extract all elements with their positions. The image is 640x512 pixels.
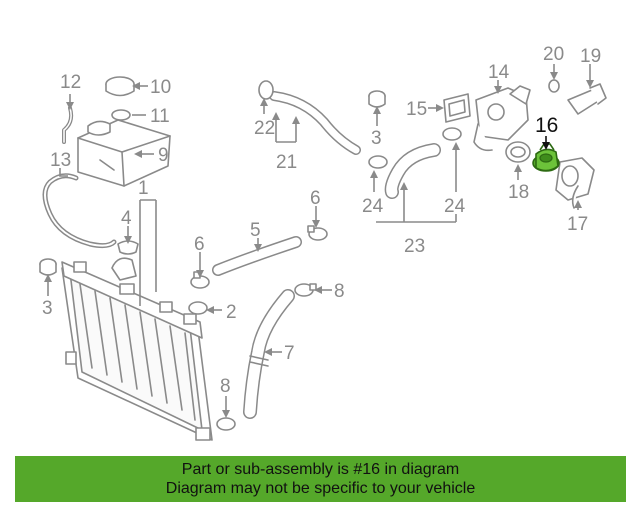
bracket-4 <box>117 240 139 255</box>
callout-22: 22 <box>254 118 275 139</box>
callout-12: 12 <box>60 72 81 93</box>
gasket-15 <box>443 93 471 123</box>
water-outlet-14 <box>473 85 531 152</box>
clamp-8-lower <box>216 417 236 431</box>
callout-5: 5 <box>250 220 261 241</box>
callout-9: 9 <box>158 145 169 166</box>
cap-gasket <box>111 109 131 121</box>
callout-20: 20 <box>543 44 564 65</box>
callout-23: 23 <box>404 236 425 257</box>
callout-18: 18 <box>508 182 529 203</box>
hose-23 <box>384 143 441 199</box>
callout-15: 15 <box>406 99 427 120</box>
o-ring-20 <box>548 79 560 93</box>
callout-4: 4 <box>121 208 132 229</box>
reservoir-cap <box>105 76 135 97</box>
overflow-hose <box>42 173 117 249</box>
clamp-6-upper <box>307 225 328 241</box>
thermostat-housing-17 <box>555 157 595 209</box>
callout-6-upper: 6 <box>310 188 321 209</box>
coolant-reservoir <box>77 119 171 187</box>
parts-diagram: 1 2 3 3 4 5 6 6 7 8 8 9 10 11 12 13 14 1… <box>39 44 607 441</box>
part-info-banner: Part or sub-assembly is #16 in diagram D… <box>15 456 626 502</box>
callout-13: 13 <box>50 150 71 171</box>
hose-7 <box>243 289 295 419</box>
callout-19: 19 <box>580 46 601 67</box>
water-pipe-19 <box>567 83 607 115</box>
callout-7: 7 <box>284 343 295 364</box>
callout-6-lower: 6 <box>194 234 205 255</box>
o-ring-22 <box>258 80 274 100</box>
gasket-18 <box>505 141 531 163</box>
callout-3-upper: 3 <box>371 128 382 149</box>
hose-5 <box>212 236 302 276</box>
radiator-cap-left <box>39 258 57 276</box>
callout-24-right: 24 <box>444 196 466 217</box>
callout-17: 17 <box>567 214 588 235</box>
callout-21: 21 <box>276 152 297 173</box>
radiator <box>61 257 213 441</box>
cap-3-upper <box>368 90 386 108</box>
callout-8-lower: 8 <box>220 376 231 397</box>
leader-lines <box>44 64 594 418</box>
clamp-8-upper <box>294 283 317 297</box>
callout-1: 1 <box>138 178 149 199</box>
callout-labels: 1 2 3 3 4 5 6 6 7 8 8 9 10 11 12 13 14 1… <box>42 44 601 397</box>
overflow-hose-small <box>62 106 74 144</box>
clamp-24-right <box>442 127 462 141</box>
clamp-2 <box>188 301 208 315</box>
callout-16[interactable]: 16 <box>535 114 558 137</box>
callout-14: 14 <box>488 62 510 83</box>
hose-21 <box>269 91 361 155</box>
thermostat-16[interactable] <box>532 143 560 172</box>
callout-11: 11 <box>150 106 170 127</box>
banner-line-2: Diagram may not be specific to your vehi… <box>165 480 476 497</box>
callout-2: 2 <box>226 302 237 323</box>
callout-10: 10 <box>150 77 171 98</box>
clamp-24-left <box>368 155 388 169</box>
banner-line-1: Part or sub-assembly is #16 in diagram <box>181 461 460 478</box>
callout-8-upper: 8 <box>334 281 345 302</box>
callout-24-left: 24 <box>362 196 384 217</box>
callout-3-left: 3 <box>42 298 53 319</box>
